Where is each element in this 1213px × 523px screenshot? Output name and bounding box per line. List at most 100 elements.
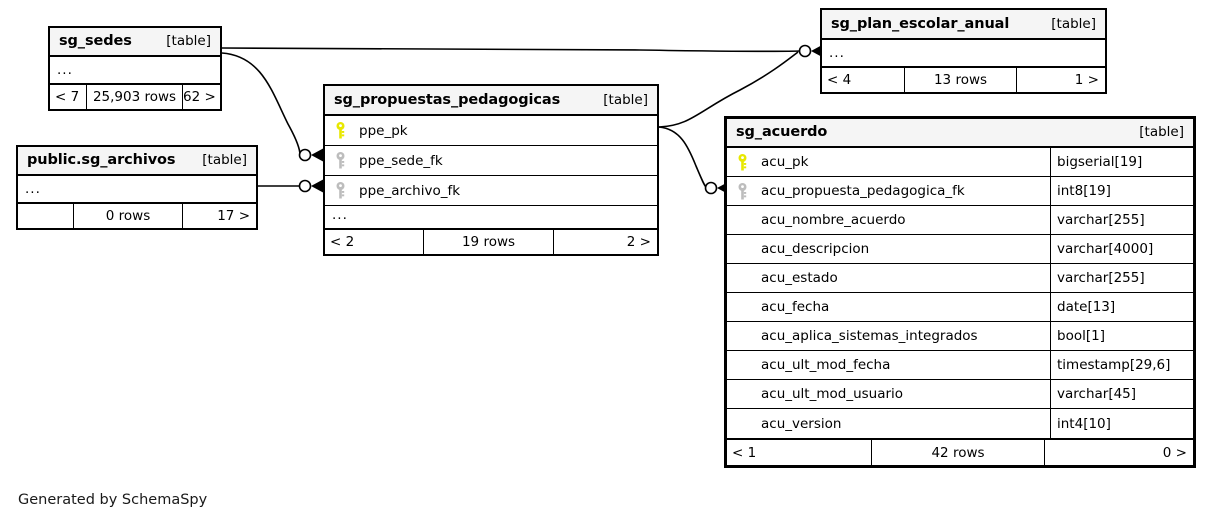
table-tag: [table] (166, 33, 211, 49)
footer-child-count: 1 > (1074, 72, 1099, 88)
column-name: acu_descripcion (761, 241, 870, 257)
table-sg-sedes[interactable]: sg_sedes [table] ... < 7 25,903 rows 62 … (48, 26, 222, 111)
footer-parent-count: < 4 (827, 72, 852, 88)
table-row[interactable]: ppe_pk (325, 116, 657, 146)
table-title: sg_propuestas_pedagogicas (334, 91, 561, 108)
table-tag: [table] (202, 152, 247, 168)
column-type: int4[10] (1050, 409, 1193, 438)
table-row[interactable]: acu_estado varchar[255] (727, 264, 1193, 293)
key-icon-none (727, 293, 757, 321)
column-name: acu_pk (761, 154, 809, 170)
table-header: sg_acuerdo [table] (727, 119, 1193, 148)
key-icon-none (727, 380, 757, 408)
key-icon-none (727, 235, 757, 263)
footer-row-count: 0 rows (73, 204, 183, 228)
footer-child-count: 62 > (183, 89, 216, 105)
columns-ellipsis: ... (57, 62, 73, 78)
column-name: acu_version (761, 415, 842, 432)
footer-row-count: 13 rows (904, 68, 1017, 92)
edge-endpoint-circle (298, 148, 312, 162)
table-row[interactable]: acu_nombre_acuerdo varchar[255] (727, 206, 1193, 235)
columns-ellipsis: ... (25, 181, 41, 197)
table-title: sg_acuerdo (736, 124, 828, 140)
column-name: acu_fecha (761, 299, 830, 315)
column-name: acu_aplica_sistemas_integrados (761, 328, 978, 344)
footer-child-count: 2 > (626, 234, 651, 250)
column-type: varchar[4000] (1050, 235, 1193, 263)
column-type: date[13] (1050, 293, 1193, 321)
key-icon-primary (325, 116, 355, 145)
table-row[interactable]: acu_aplica_sistemas_integrados bool[1] (727, 322, 1193, 351)
table-footer: < 2 19 rows 2 > (325, 228, 657, 254)
table-header: sg_sedes [table] (50, 28, 220, 57)
edge-propuestas-acuerdo (658, 126, 707, 188)
edge-endpoint-circle (298, 179, 312, 193)
footer-row-count: 42 rows (871, 440, 1045, 465)
key-icon-foreign (325, 146, 355, 175)
table-sg-plan-escolar-anual[interactable]: sg_plan_escolar_anual [table] ... < 4 13… (820, 8, 1107, 94)
table-title: sg_sedes (59, 33, 132, 49)
schemaspy-credit: Generated by SchemaSpy (18, 492, 208, 508)
table-row[interactable]: ppe_sede_fk (325, 146, 657, 176)
footer-row-count: 25,903 rows (86, 85, 183, 109)
table-row[interactable]: ppe_archivo_fk (325, 176, 657, 206)
key-icon-none (727, 206, 757, 234)
column-name: acu_propuesta_pedagogica_fk (761, 183, 965, 199)
table-sg-acuerdo[interactable]: sg_acuerdo [table] acu_pk bigserial[19] (724, 116, 1196, 468)
key-icon-none (727, 322, 757, 350)
table-tag: [table] (603, 91, 648, 108)
footer-child-count: 0 > (1162, 444, 1187, 461)
column-name: acu_nombre_acuerdo (761, 212, 906, 228)
table-footer: < 1 42 rows 0 > (727, 438, 1193, 465)
edge-endpoint-circle (704, 181, 718, 195)
column-type: timestamp[29,6] (1050, 351, 1193, 379)
footer-parent-count (18, 204, 73, 228)
table-row[interactable]: acu_version int4[10] (727, 409, 1193, 438)
table-footer: 0 rows 17 > (18, 202, 256, 228)
footer-parent-count: < 7 (55, 89, 80, 105)
footer-row-count: 19 rows (423, 230, 554, 254)
columns-ellipsis: ... (332, 207, 348, 223)
edge-sedes-plan-escolar (221, 47, 801, 53)
column-name: ppe_sede_fk (359, 152, 443, 169)
table-row[interactable]: acu_descripcion varchar[4000] (727, 235, 1193, 264)
columns-ellipsis: ... (829, 45, 845, 61)
column-type: bigserial[19] (1050, 148, 1193, 176)
column-type: varchar[255] (1050, 206, 1193, 234)
column-name: ppe_archivo_fk (359, 182, 461, 199)
table-public-sg-archivos[interactable]: public.sg_archivos [table] ... 0 rows 17… (16, 145, 258, 230)
key-icon-none (727, 264, 757, 292)
key-icon-primary (727, 148, 757, 176)
table-row[interactable]: acu_pk bigserial[19] (727, 148, 1193, 177)
column-type: varchar[45] (1050, 380, 1193, 408)
column-name: acu_ult_mod_usuario (761, 386, 904, 402)
key-icon-none (727, 409, 757, 438)
table-tag: [table] (1051, 15, 1096, 32)
edge-sedes-propuestas (221, 52, 301, 156)
table-row[interactable]: acu_ult_mod_fecha timestamp[29,6] (727, 351, 1193, 380)
table-title: sg_plan_escolar_anual (831, 15, 1010, 32)
table-sg-propuestas-pedagogicas[interactable]: sg_propuestas_pedagogicas [table] ppe_pk (323, 84, 659, 256)
edge-endpoint-circle (798, 44, 812, 58)
table-row[interactable]: acu_propuesta_pedagogica_fk int8[19] (727, 177, 1193, 206)
table-tag: [table] (1139, 124, 1184, 140)
footer-parent-count: < 1 (732, 444, 757, 461)
table-row[interactable]: acu_ult_mod_usuario varchar[45] (727, 380, 1193, 409)
key-icon-foreign (727, 177, 757, 205)
table-footer: < 7 25,903 rows 62 > (50, 83, 220, 109)
table-title: public.sg_archivos (27, 152, 176, 168)
key-icon-foreign (325, 176, 355, 205)
footer-child-count: 17 > (217, 208, 250, 224)
column-type: bool[1] (1050, 322, 1193, 350)
table-header: public.sg_archivos [table] (18, 147, 256, 176)
table-header: sg_propuestas_pedagogicas [table] (325, 86, 657, 116)
column-name: acu_estado (761, 270, 838, 286)
key-icon-none (727, 351, 757, 379)
column-type: int8[19] (1050, 177, 1193, 205)
column-type: varchar[255] (1050, 264, 1193, 292)
table-row[interactable]: acu_fecha date[13] (727, 293, 1193, 322)
table-header: sg_plan_escolar_anual [table] (822, 10, 1105, 40)
column-name: ppe_pk (359, 122, 408, 139)
table-footer: < 4 13 rows 1 > (822, 66, 1105, 92)
